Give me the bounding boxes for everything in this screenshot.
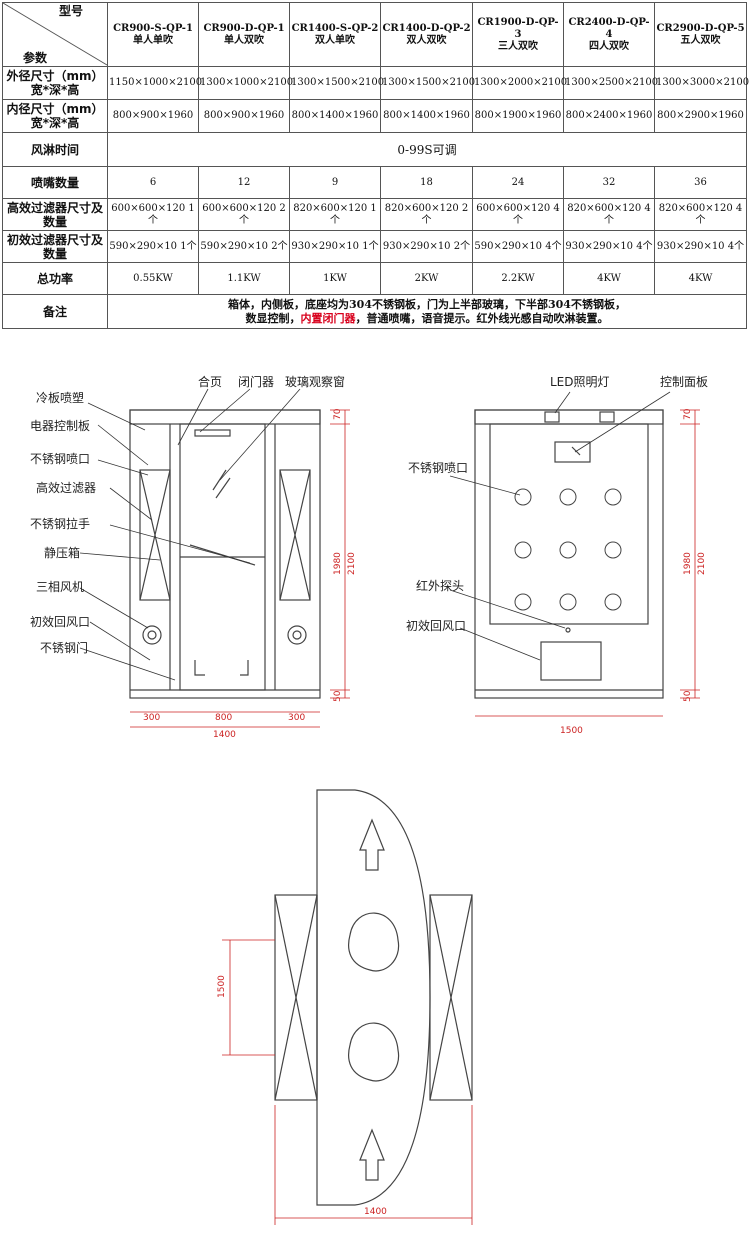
table-cell: 1300×1500×2100 [380, 66, 475, 100]
front-view [79, 388, 350, 728]
dim-50: 50 [333, 690, 343, 702]
table-cell: 32 [563, 166, 655, 199]
table-cell: 590×290×10 2个 [198, 230, 290, 263]
table-cell: 930×290×10 4个 [654, 230, 747, 263]
label-led: LED照明灯 [550, 375, 610, 389]
label-hinge: 合页 [198, 374, 222, 389]
table-row: 高效过滤器尺寸及数量 600×600×120 1个 600×600×120 2个… [2, 198, 747, 231]
table-cell: 36 [654, 166, 747, 199]
table-cell: 800×1400×1960 [289, 99, 381, 133]
dim-side-2100: 2100 [697, 552, 707, 575]
header-model-label: 型号 [58, 4, 83, 18]
table-row: 内径尺寸（mm）宽*深*高 800×900×1960 800×900×1960 … [2, 99, 747, 133]
table-cell: 820×600×120 2个 [380, 198, 473, 231]
label-fan: 三相风机 [36, 580, 84, 594]
table-cell: 600×600×120 4个 [472, 198, 564, 231]
table-cell: 1300×1000×2100 [198, 66, 293, 100]
table-cell: 590×290×10 1个 [107, 230, 199, 263]
table-cell: 930×290×10 1个 [289, 230, 381, 263]
dim-2100: 2100 [347, 552, 357, 575]
table-cell: 820×600×120 1个 [289, 198, 381, 231]
label-plenum: 静压箱 [44, 545, 80, 560]
side-view-labels: LED照明灯 控制面板 不锈钢喷口 红外探头 初效回风口 1500 70 198… [406, 375, 708, 736]
dim-70: 70 [333, 408, 343, 420]
plan-view [222, 789, 473, 1225]
dim-side-1980: 1980 [683, 552, 693, 575]
dim-1500: 1500 [560, 726, 583, 736]
row-label: 风淋时间 [2, 132, 108, 167]
table-cell: 820×600×120 4个 [563, 198, 655, 231]
table-cell: 18 [380, 166, 473, 199]
table-cell: 800×1400×1960 [380, 99, 473, 133]
label-closer: 闭门器 [238, 374, 274, 389]
diagonal-line [2, 2, 108, 66]
table-cell: 1300×1500×2100 [289, 66, 384, 100]
table-cell: 1300×2500×2100 [563, 66, 658, 100]
dim-plan-1500: 1500 [217, 975, 227, 998]
front-view-labels: 冷板喷塑 电器控制板 不锈钢喷口 高效过滤器 不锈钢拉手 静压箱 三相风机 初效… [30, 374, 357, 740]
dim-side-50: 50 [683, 690, 693, 702]
table-row: 初效过滤器尺寸及数量 590×290×10 1个 590×290×10 2个 9… [2, 230, 747, 263]
table-cell: 1300×2000×2100 [472, 66, 567, 100]
label-window: 玻璃观察窗 [285, 375, 345, 389]
table-cell: 800×900×1960 [107, 99, 199, 133]
label-side-return: 初效回风口 [406, 618, 466, 633]
label-handle: 不锈钢拉手 [30, 516, 90, 531]
row-label: 初效过滤器尺寸及数量 [2, 230, 108, 263]
dim-300-left: 300 [143, 713, 160, 723]
row-label: 总功率 [2, 262, 108, 295]
dim-side-70: 70 [683, 408, 693, 420]
table-cell: 4KW [654, 262, 747, 295]
side-view [449, 391, 700, 717]
table-row: 外径尺寸（mm）宽*深*高 1150×1000×2100 1300×1000×2… [2, 66, 749, 100]
row-label: 高效过滤器尺寸及数量 [2, 198, 108, 231]
dim-800: 800 [215, 713, 232, 723]
header-param-label: 参数 [23, 51, 48, 65]
dim-300-right: 300 [288, 713, 305, 723]
table-cell: 1300×3000×2100 [654, 66, 749, 100]
dim-plan-1400: 1400 [364, 1207, 387, 1217]
label-hepa: 高效过滤器 [36, 480, 96, 495]
row-label: 备注 [2, 294, 108, 329]
table-cell: 0.55KW [107, 262, 199, 295]
table-cell: 2KW [380, 262, 473, 295]
remark-cell: 箱体，内侧板，底座均为304不锈钢板，门为上半部玻璃，下半部304不锈钢板， 数… [107, 294, 747, 329]
row-label: 内径尺寸（mm）宽*深*高 [2, 99, 108, 133]
table-cell: 1KW [289, 262, 381, 295]
label-side-nozzle: 不锈钢喷口 [408, 461, 468, 475]
table-cell: 600×600×120 2个 [198, 198, 290, 231]
dim-1400: 1400 [213, 730, 236, 740]
header-corner-cell: 型号 参数 [2, 2, 108, 67]
dim-1980: 1980 [333, 552, 343, 575]
label-nozzle: 不锈钢喷口 [30, 452, 90, 466]
label-control-panel: 控制面板 [660, 375, 708, 389]
table-cell: 1150×1000×2100 [107, 66, 202, 100]
table-cell: 590×290×10 4个 [472, 230, 564, 263]
plan-view-labels: 1500 1400 [217, 975, 387, 1217]
table-cell: 930×290×10 4个 [563, 230, 655, 263]
label-ir-sensor: 红外探头 [416, 578, 464, 593]
label-cold-plate: 冷板喷塑 [36, 390, 84, 405]
label-return-air: 初效回风口 [30, 614, 90, 629]
table-cell: 800×2400×1960 [563, 99, 655, 133]
label-door: 不锈钢门 [40, 640, 88, 655]
table-row: 备注 箱体，内侧板，底座均为304不锈钢板，门为上半部玻璃，下半部304不锈钢板… [2, 294, 747, 329]
table-row: 总功率 0.55KW 1.1KW 1KW 2KW 2.2KW 4KW 4KW [2, 262, 747, 295]
label-control-board: 电器控制板 [30, 419, 90, 433]
